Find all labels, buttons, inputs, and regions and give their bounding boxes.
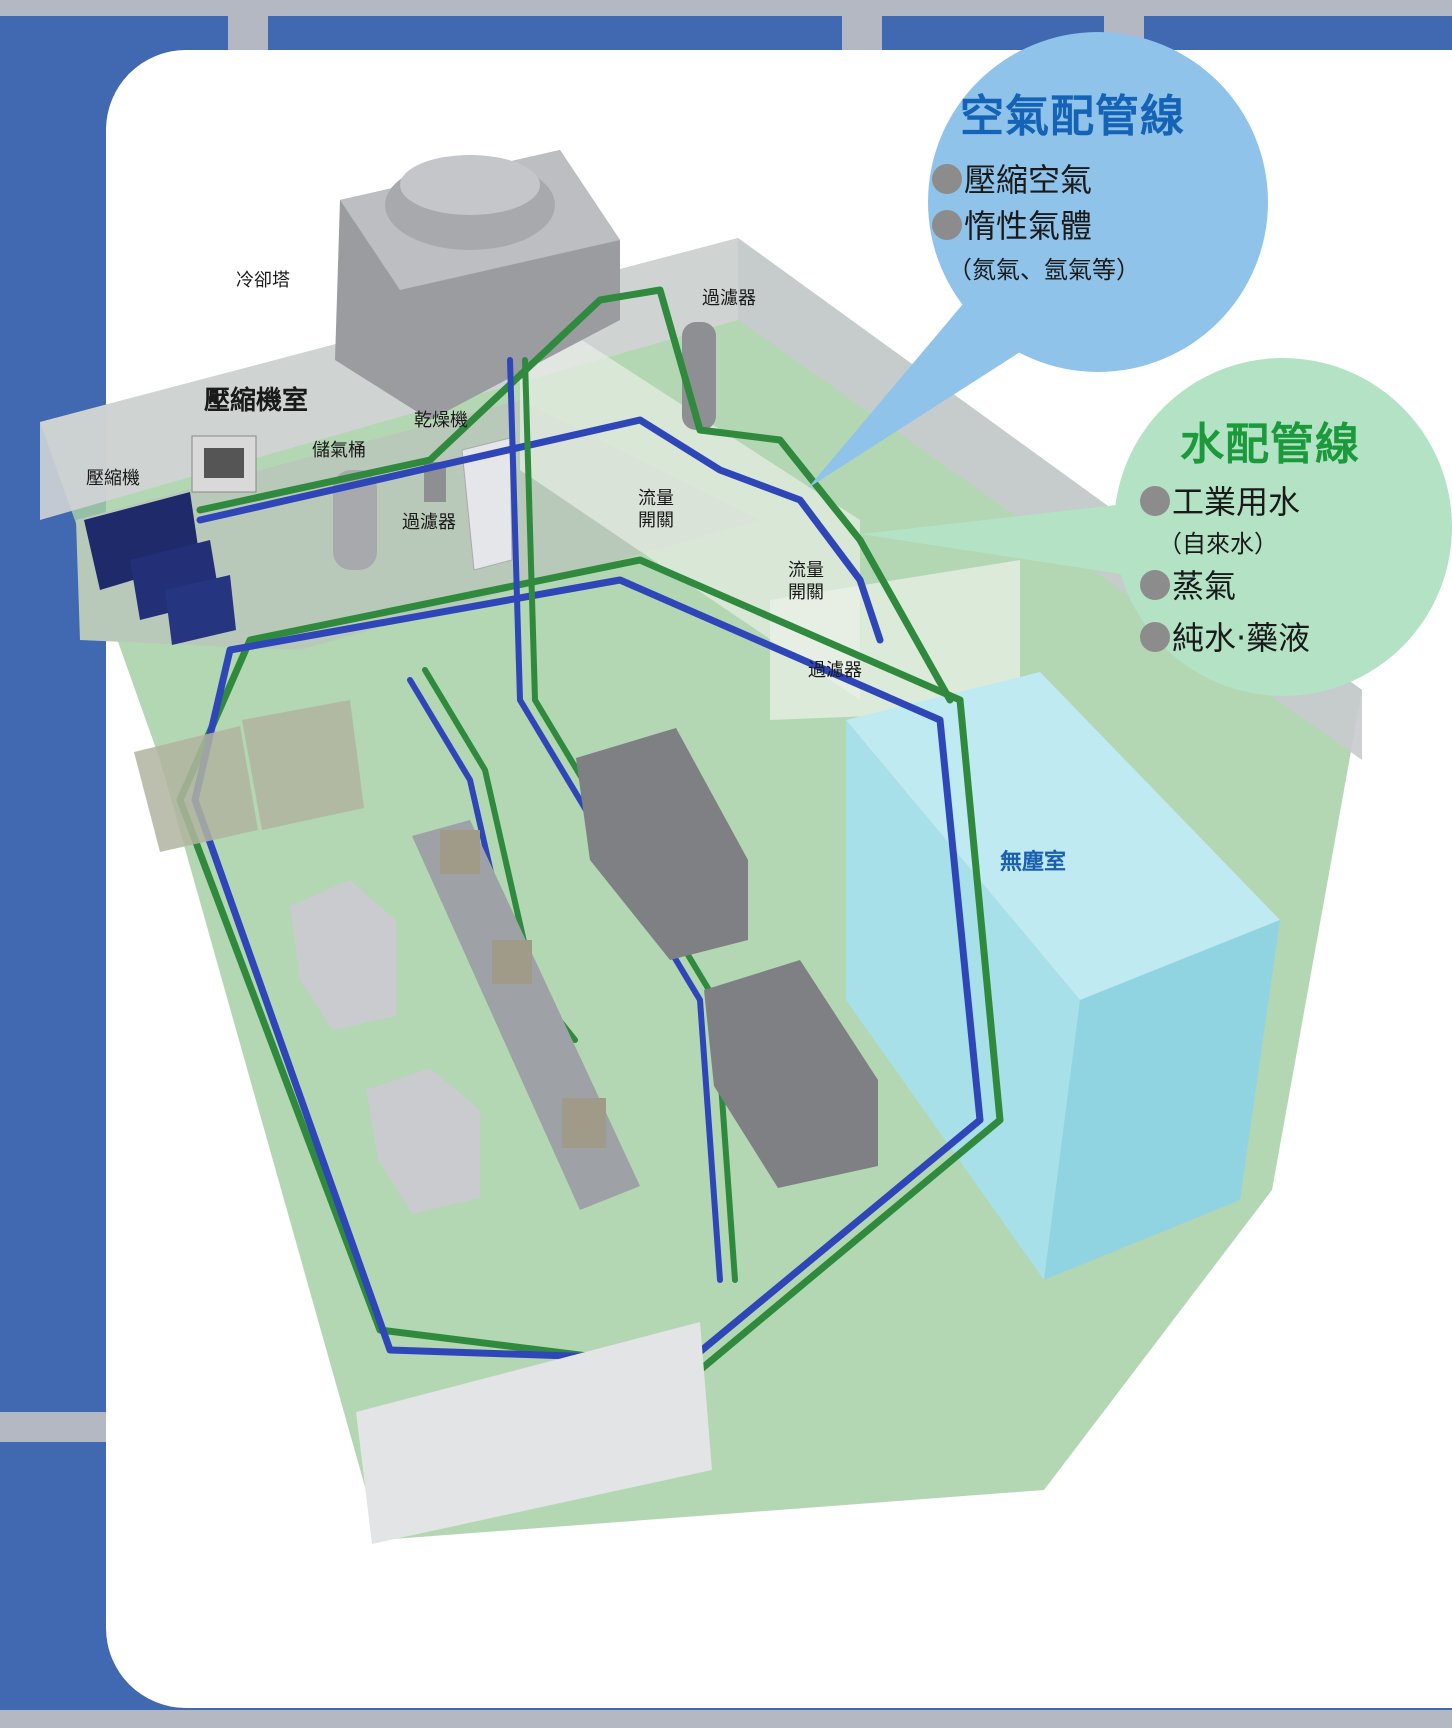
water-item-industrial: 工業用水 [1140, 482, 1300, 522]
bullet-icon [932, 164, 962, 194]
machine-tool-2 [366, 1068, 480, 1214]
shelf-rack-2 [242, 700, 364, 830]
air-tank [333, 470, 377, 570]
grid-bar-top [0, 0, 1452, 16]
label-air-tank: 儲氣桶 [312, 440, 366, 461]
air-pipe-main [196, 416, 884, 644]
clean-room-side [1044, 920, 1280, 1280]
bullet-icon [1140, 622, 1170, 652]
shelf-rack-1 [134, 726, 258, 852]
air-piping-callout [928, 32, 1268, 372]
control-panel-screen [204, 448, 244, 478]
water-callout-pointer [860, 500, 1160, 580]
oven-1 [576, 728, 748, 960]
machine-tool-1 [290, 880, 396, 1030]
front-shutter [356, 1322, 712, 1544]
water-item-steam: 蒸氣 [1140, 566, 1236, 606]
filter-small [424, 462, 446, 502]
clean-room-top [846, 672, 1280, 1000]
label-dryer: 乾燥機 [414, 410, 468, 431]
air-item-compressed-air: 壓縮空氣 [932, 160, 1092, 200]
water-item-industrial-note: （自來水） [1158, 530, 1278, 558]
cooling-tower-fan-cap [400, 155, 540, 215]
compressor-unit-3 [165, 575, 236, 645]
bullet-icon [1140, 570, 1170, 600]
conveyor-box-2 [492, 940, 532, 984]
label-compressor-room: 壓縮機室 [204, 386, 309, 416]
grid-bar-bottom [0, 1710, 1452, 1728]
air-item-inert-gas-note: （氮氣、氬氣等） [948, 256, 1140, 284]
water-pipe-main [196, 286, 954, 704]
bullet-icon [1140, 486, 1170, 516]
label-flow-switch-2: 流量 開關 [788, 560, 824, 603]
bullet-icon [932, 210, 962, 240]
conveyor-box-1 [440, 830, 480, 874]
clean-room-front [846, 720, 1080, 1280]
label-filter-right: 過濾器 [808, 660, 862, 681]
factory-illustration [40, 150, 1362, 1544]
label-clean-room: 無塵室 [1000, 850, 1067, 875]
label-filter-room: 過濾器 [402, 512, 456, 533]
conveyor-box-3 [562, 1098, 606, 1148]
label-flow-switch-1: 流量 開關 [638, 488, 674, 531]
air-item-inert-gas: 惰性氣體 [932, 206, 1092, 246]
water-item-pure-water: 純水‧藥液 [1140, 618, 1310, 658]
water-piping-callout [1114, 358, 1452, 696]
water-piping-title: 水配管線 [1180, 419, 1360, 470]
air-pipe-loop [191, 576, 984, 1364]
air-piping-title: 空氣配管線 [960, 91, 1185, 142]
label-filter-top: 過濾器 [702, 288, 756, 309]
dryer-unit [461, 437, 513, 571]
label-compressor: 壓縮機 [86, 468, 140, 489]
water-pipe-loop [176, 556, 1004, 1374]
label-cooling-tower: 冷卻塔 [236, 270, 290, 291]
oven-2 [704, 960, 878, 1188]
partition-wall-2 [770, 560, 1020, 720]
